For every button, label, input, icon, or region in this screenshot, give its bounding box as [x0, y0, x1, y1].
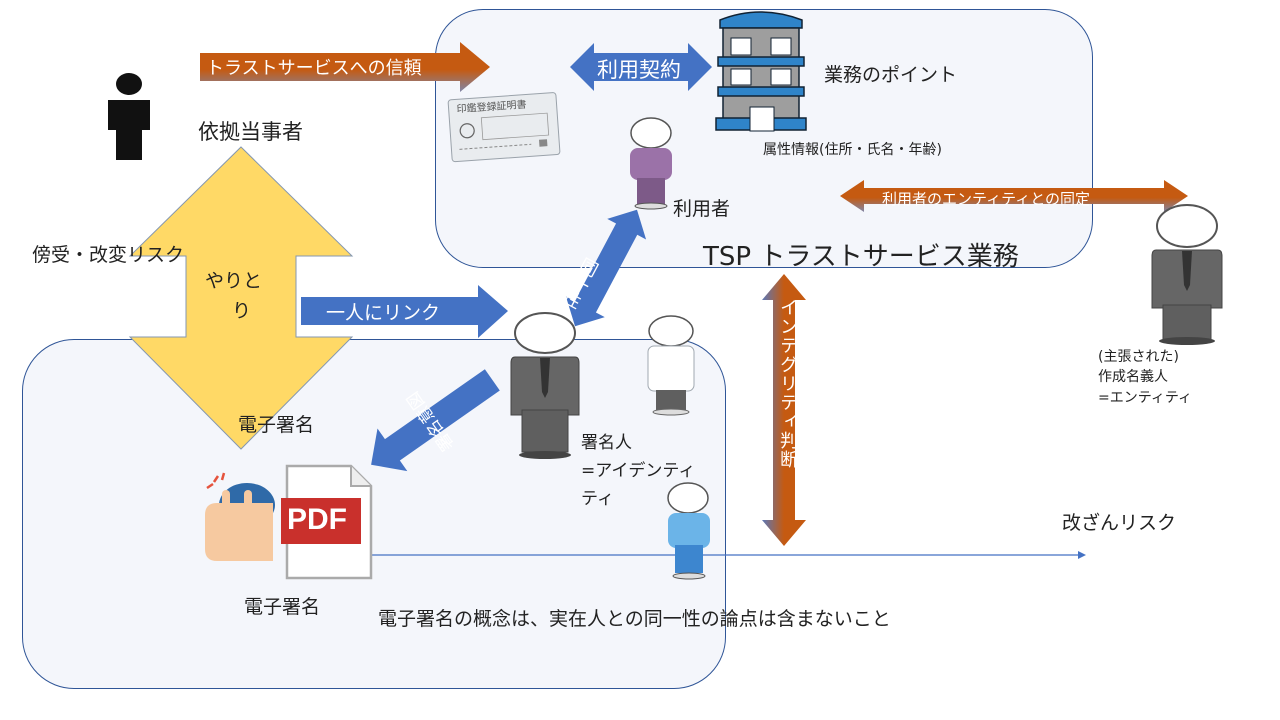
exchange-label-line1: やりと	[205, 270, 263, 292]
entity-label-line3: =エンティティ	[1098, 390, 1193, 406]
trust-arrow-label: トラストサービスへの信頼	[206, 58, 422, 79]
signature-box	[22, 339, 726, 689]
entity-identification-arrow-label: 利用者のエンティティとの同定	[882, 190, 1091, 208]
business-point-label: 業務のポイント	[824, 64, 958, 86]
signer-label-line3: ティ	[581, 489, 614, 509]
attributes-label: 属性情報(住所・氏名・年齢)	[763, 142, 942, 158]
entity-label-line2: 作成名義人	[1098, 369, 1168, 385]
exchange-label-line2: り	[232, 300, 252, 322]
tsp-title: TSP トラストサービス業務	[703, 242, 1019, 272]
entity-person-icon	[1151, 204, 1223, 345]
integrity-arrow-label: インテグリティ判断	[777, 298, 798, 469]
user-label: 利用者	[673, 198, 731, 220]
link-arrow-label: 一人にリンク	[326, 302, 441, 324]
interception-risk-label: 傍受・改変リスク	[32, 244, 185, 266]
pdf-label: PDF	[287, 503, 347, 536]
esign-note: 電子署名の概念は、実在人との同一性の論点は含まないこと	[378, 608, 891, 630]
contract-arrow-label: 利用契約	[597, 58, 681, 82]
relying-party-label: 依拠当事者	[198, 120, 303, 144]
tamper-line-arrowhead	[1078, 551, 1086, 559]
exchange-bottom-label: 電子署名	[238, 414, 315, 436]
tamper-risk-label: 改ざんリスク	[1062, 512, 1177, 534]
entity-label-line1: (主張された)	[1098, 349, 1179, 365]
esign-label: 電子署名	[244, 596, 321, 618]
signer-label-line2: =アイデンティ	[581, 461, 696, 481]
signer-label-line1: 署名人	[581, 433, 632, 453]
person-silhouette-icon	[108, 73, 150, 160]
